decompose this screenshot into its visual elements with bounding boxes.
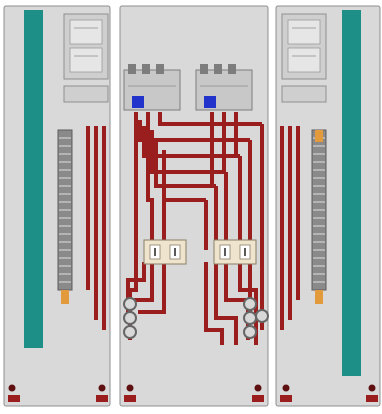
right-meter-panel-icon [281, 13, 327, 103]
left-terminal-strip-icon [57, 129, 73, 304]
right-terminal-strip-icon [311, 129, 327, 304]
circuit-breaker-icon-left [123, 64, 181, 111]
right-cabinet [275, 5, 381, 407]
right-riser-cables [280, 126, 300, 330]
terminal-block-icon-left [143, 239, 187, 265]
left-meter-panel-icon [63, 13, 109, 103]
left-teal-busbar [24, 10, 43, 348]
left-base-terminals [8, 384, 108, 402]
left-cabinet [3, 5, 111, 407]
circuit-breaker-icon-right [195, 64, 253, 111]
center-base-terminals [124, 384, 264, 402]
ring-insulator-icon-group-left [123, 297, 137, 339]
left-riser-cables [86, 126, 106, 330]
center-cabinet [119, 5, 269, 407]
ring-insulator-icon-group-right [243, 297, 269, 339]
terminal-block-icon-right [213, 239, 257, 265]
busbar-network [126, 112, 264, 345]
right-base-terminals [280, 384, 378, 402]
right-teal-busbar [342, 10, 361, 376]
